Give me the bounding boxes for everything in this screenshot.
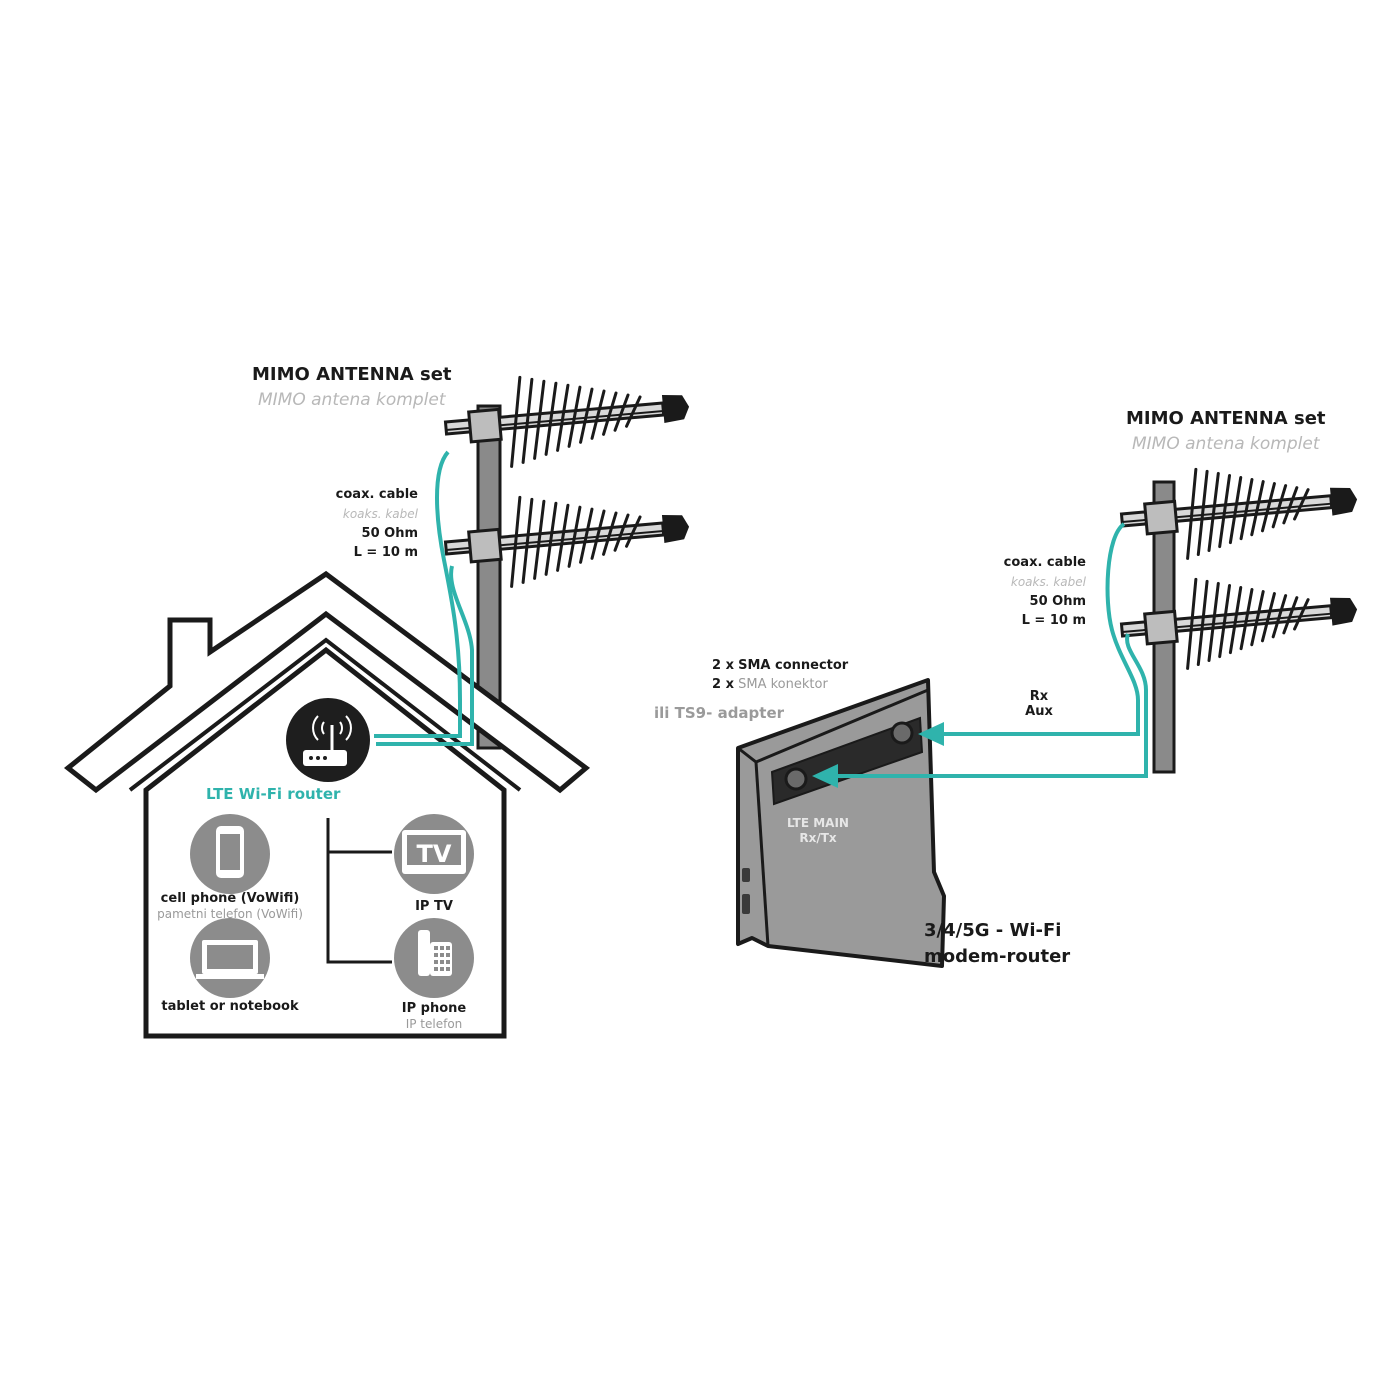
- house-outer-roof: [63, 570, 591, 794]
- router-port-panel: [770, 716, 924, 806]
- left-coax-label: coax. cable: [335, 487, 418, 502]
- house-inner-roof: [128, 637, 522, 792]
- house: [63, 570, 591, 1039]
- right-antenna-subtitle: MIMO antena komplet: [1132, 434, 1320, 454]
- sma-konektor-label: SMA konektor: [738, 677, 828, 692]
- device-label-ip-tv: IP TV: [415, 899, 453, 914]
- right-antenna-title: MIMO ANTENNA set: [1126, 408, 1326, 429]
- device-sublabel-cell-phone: pametni telefon (VoWifi): [157, 907, 303, 921]
- modem-router-title-1: 3/4/5G - Wi-Fi: [924, 920, 1062, 941]
- device-label-tablet: tablet or notebook: [161, 999, 299, 1014]
- sma-connector-prefix: 2 x: [712, 658, 734, 673]
- left-impedance: 50 Ohm: [361, 526, 418, 541]
- device-label-cell-phone: cell phone (VoWifi): [160, 891, 300, 906]
- router-port-main: [784, 767, 808, 791]
- sma-connector-line: 2 x SMA connector: [712, 659, 848, 672]
- sma-connector-label: SMA connector: [738, 658, 849, 673]
- sma-konektor-prefix: 2 x: [712, 677, 734, 692]
- rx-label: Rx: [1029, 689, 1049, 704]
- lte-wifi-router-icon: [286, 698, 370, 782]
- smartphone-icon: [190, 814, 270, 894]
- left-length: L = 10 m: [353, 545, 418, 560]
- tv-icon: TV: [394, 814, 474, 894]
- right-antenna-bottom: [1119, 577, 1358, 670]
- laptop-icon: [190, 918, 270, 998]
- tv-icon-text: TV: [417, 840, 452, 868]
- modem-router: [736, 678, 946, 968]
- router-port-aux: [890, 721, 914, 745]
- right-coax-label: coax. cable: [1003, 555, 1086, 570]
- right-coax-cables: [832, 522, 1148, 778]
- adapter-note: ili TS9- adapter: [654, 704, 785, 722]
- device-sublabel-ip-phone: IP telefon: [405, 1017, 463, 1031]
- left-coax-label-local: koaks. kabel: [342, 507, 418, 521]
- modem-router-title-2: modem-router: [924, 946, 1071, 967]
- right-antenna-top: [1119, 467, 1358, 560]
- right-coax-label-local: koaks. kabel: [1010, 575, 1086, 589]
- left-antenna-title: MIMO ANTENNA set: [252, 364, 452, 385]
- lan-wiring: [326, 818, 392, 964]
- left-antenna-subtitle: MIMO antena komplet: [258, 390, 446, 410]
- ip-phone-icon: [394, 918, 474, 998]
- aux-label: Aux: [1025, 704, 1053, 719]
- left-antenna-bottom: [443, 495, 690, 588]
- left-antenna-top: [443, 375, 690, 468]
- router-port-label-rxtx: Rx/Tx: [799, 831, 837, 845]
- cable-arrows: [812, 722, 944, 788]
- right-impedance: 50 Ohm: [1029, 594, 1086, 609]
- lte-wifi-router-label: LTE Wi-Fi router: [206, 785, 341, 803]
- right-length: L = 10 m: [1021, 613, 1086, 628]
- device-label-ip-phone: IP phone: [401, 1001, 467, 1016]
- router-port-label-main: LTE MAIN: [787, 816, 849, 830]
- left-coax-cables: [374, 450, 474, 746]
- sma-konektor-line: 2 x SMA konektor: [712, 678, 828, 691]
- left-antenna-pole: [476, 404, 502, 750]
